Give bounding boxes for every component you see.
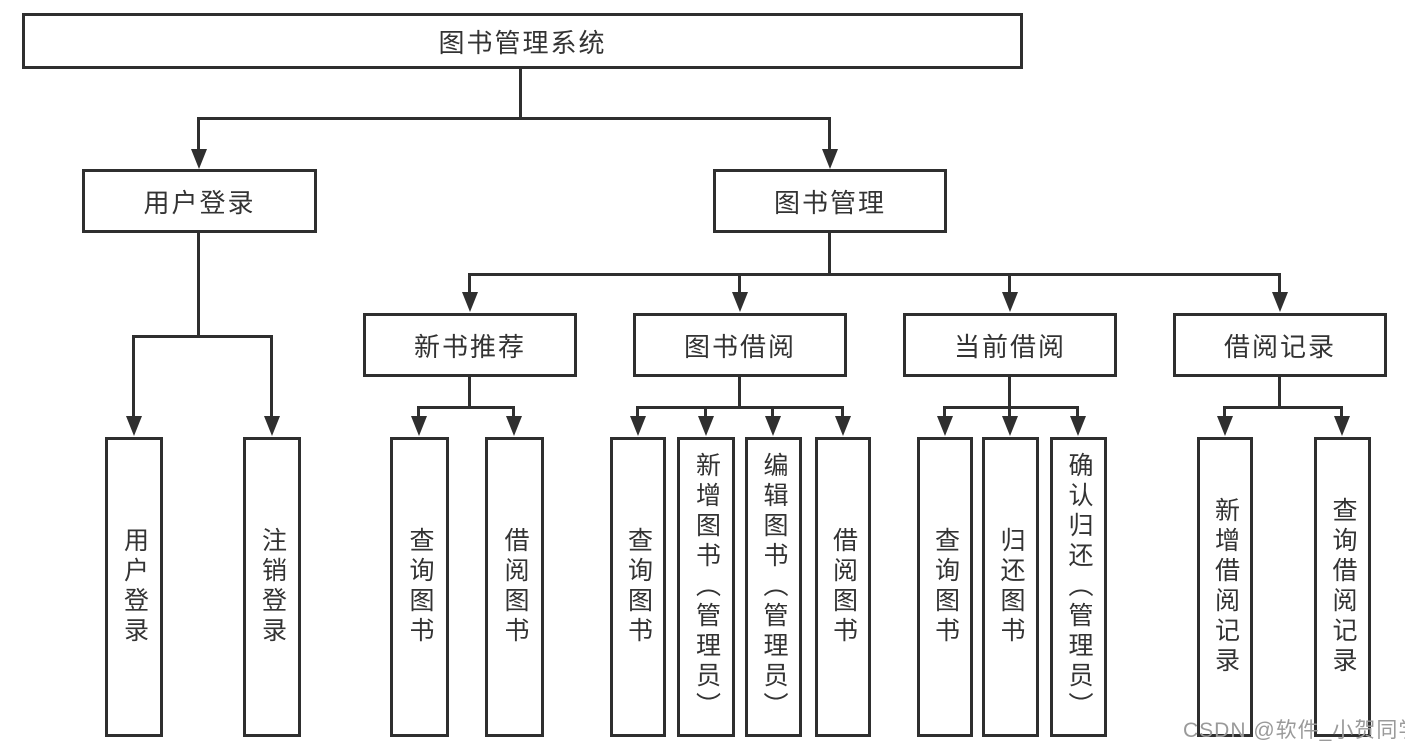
leaf-current-confirm-return-admin: 确认归还（管理员） xyxy=(1050,437,1107,737)
connector-line xyxy=(512,407,515,418)
leaf-borrow-add-book-admin: 新增图书（管理员） xyxy=(677,437,735,737)
connector-line xyxy=(1008,407,1011,418)
arrow-down-icon xyxy=(191,149,207,169)
node-book-borrow-label: 图书借阅 xyxy=(683,331,796,362)
connector-line xyxy=(197,233,200,337)
connector-line xyxy=(771,407,774,418)
connector-line xyxy=(417,406,515,409)
arrow-down-icon xyxy=(1002,292,1018,312)
connector-line xyxy=(468,274,471,294)
connector-line xyxy=(738,274,741,294)
arrow-down-icon xyxy=(765,416,781,436)
connector-line xyxy=(1223,406,1343,409)
leaf-current-query-book-label: 查询图书 xyxy=(931,527,960,647)
leaf-user-login-label: 用户登录 xyxy=(120,527,149,647)
connector-line xyxy=(197,118,200,151)
leaf-newbook-query-book: 查询图书 xyxy=(390,437,449,737)
connector-line xyxy=(519,69,522,119)
connector-line xyxy=(704,407,707,418)
connector-line xyxy=(417,407,420,418)
connector-line xyxy=(943,407,946,418)
node-book-borrow: 图书借阅 xyxy=(633,313,847,377)
csdn-watermark: CSDN @软件_小贺同学 xyxy=(1183,719,1405,742)
leaf-current-return-book: 归还图书 xyxy=(982,437,1039,737)
connector-line xyxy=(828,233,831,275)
connector-line xyxy=(270,336,273,418)
connector-line xyxy=(841,407,844,418)
connector-line xyxy=(636,406,844,409)
node-user-login: 用户登录 xyxy=(82,169,317,233)
connector-line xyxy=(132,336,135,418)
node-user-login-label: 用户登录 xyxy=(143,187,256,218)
leaf-current-query-book: 查询图书 xyxy=(917,437,973,737)
arrow-down-icon xyxy=(1217,416,1233,436)
arrow-down-icon xyxy=(822,149,838,169)
arrow-down-icon xyxy=(630,416,646,436)
leaf-current-confirm-return-admin-label: 确认归还（管理员） xyxy=(1065,452,1093,722)
leaf-logout-label: 注销登录 xyxy=(258,527,287,647)
arrow-down-icon xyxy=(126,416,142,436)
node-current-borrow: 当前借阅 xyxy=(903,313,1117,377)
node-current-borrow-label: 当前借阅 xyxy=(953,331,1066,362)
leaf-record-query-record-label: 查询借阅记录 xyxy=(1329,497,1357,677)
leaf-record-add-record: 新增借阅记录 xyxy=(1197,437,1253,737)
connector-line xyxy=(1340,407,1343,418)
arrow-down-icon xyxy=(1070,416,1086,436)
arrow-down-icon xyxy=(1002,416,1018,436)
connector-line xyxy=(1008,377,1011,408)
node-new-book-recommend-label: 新书推荐 xyxy=(413,331,526,362)
leaf-logout: 注销登录 xyxy=(243,437,301,737)
connector-line xyxy=(1076,407,1079,418)
leaf-borrow-edit-book-admin-label: 编辑图书（管理员） xyxy=(760,452,788,722)
connector-line xyxy=(738,377,741,408)
leaf-borrow-borrow-book-label: 借阅图书 xyxy=(829,527,858,647)
arrow-down-icon xyxy=(1272,292,1288,312)
arrow-down-icon xyxy=(835,416,851,436)
node-root: 图书管理系统 xyxy=(22,13,1023,69)
arrow-down-icon xyxy=(937,416,953,436)
leaf-record-add-record-label: 新增借阅记录 xyxy=(1211,497,1240,677)
node-book-management-label: 图书管理 xyxy=(773,187,886,218)
leaf-record-query-record: 查询借阅记录 xyxy=(1314,437,1371,737)
node-book-management: 图书管理 xyxy=(713,169,947,233)
connector-line xyxy=(1223,407,1226,418)
node-root-label: 图书管理系统 xyxy=(438,27,607,58)
leaf-borrow-borrow-book: 借阅图书 xyxy=(815,437,871,737)
leaf-newbook-query-book-label: 查询图书 xyxy=(406,527,434,647)
arrow-down-icon xyxy=(411,416,427,436)
connector-line xyxy=(132,335,273,338)
leaf-current-return-book-label: 归还图书 xyxy=(997,527,1025,647)
connector-line xyxy=(1278,274,1281,294)
arrow-down-icon xyxy=(698,416,714,436)
leaf-newbook-borrow-book-label: 借阅图书 xyxy=(501,527,529,647)
arrow-down-icon xyxy=(264,416,280,436)
leaf-borrow-edit-book-admin: 编辑图书（管理员） xyxy=(745,437,802,737)
connector-line xyxy=(197,117,831,120)
arrow-down-icon xyxy=(462,292,478,312)
connector-line xyxy=(1278,377,1281,408)
leaf-borrow-query-book-label: 查询图书 xyxy=(624,527,653,647)
node-borrow-record-label: 借阅记录 xyxy=(1223,331,1336,362)
connector-line xyxy=(1008,274,1011,294)
node-new-book-recommend: 新书推荐 xyxy=(363,313,577,377)
connector-line xyxy=(943,406,1079,409)
leaf-borrow-query-book: 查询图书 xyxy=(610,437,666,737)
connector-line xyxy=(828,118,831,151)
node-borrow-record: 借阅记录 xyxy=(1173,313,1387,377)
arrow-down-icon xyxy=(506,416,522,436)
leaf-borrow-add-book-admin-label: 新增图书（管理员） xyxy=(692,452,721,722)
leaf-newbook-borrow-book: 借阅图书 xyxy=(485,437,544,737)
connector-line xyxy=(468,377,471,408)
leaf-user-login: 用户登录 xyxy=(105,437,163,737)
connector-line xyxy=(468,273,1281,276)
arrow-down-icon xyxy=(1334,416,1350,436)
connector-line xyxy=(636,407,639,418)
arrow-down-icon xyxy=(732,292,748,312)
